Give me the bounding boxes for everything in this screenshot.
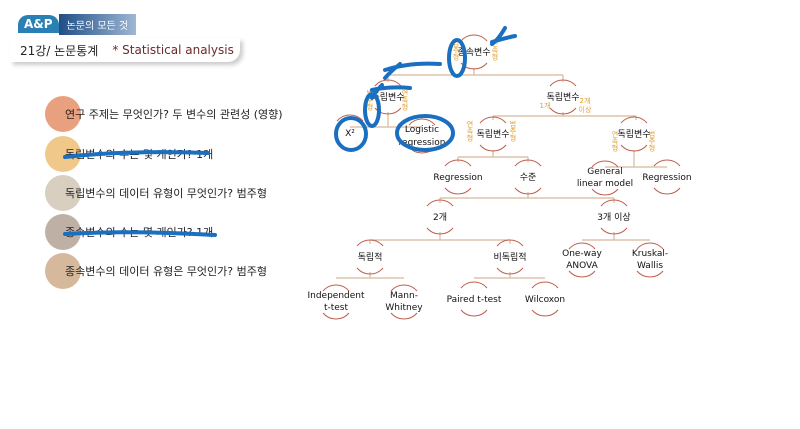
node-arc [460,281,488,317]
logo: A&P 논문의 모든 것 [18,13,137,35]
node-independent: 독립변수 [476,129,509,140]
node-independent: 독립변수 [617,129,650,140]
node-ttest: Independent [307,291,365,301]
node-arc [374,79,402,115]
question-item: 독립변수의 수는 몇 개인가? 1개 [45,136,213,172]
logo-mark: A&P [18,15,59,33]
bullet-circle [45,96,81,132]
question-item: 종속변수의 수는 몇 개인가? 1개 [45,214,213,250]
node-kruskal: Wallis [637,261,663,271]
branch-label: 2개 [580,96,591,105]
node-arc [496,239,524,275]
lecture-header: 21강/ 논문통계 * Statistical analysis [10,38,240,62]
question-text: 독립변수의 데이터 유형이 무엇인가? 범주형 [65,187,267,200]
branch-label: 연속형 [611,131,619,152]
node-anova: One-way [562,249,602,259]
node-independent: 독립변수 [546,92,579,103]
node-arc [636,242,664,278]
logo-name: 논문의 모든 것 [58,13,137,35]
node-mann-whitney: Mann- [390,291,418,301]
branch-label: 범주형 [648,130,656,152]
node-arc [591,160,619,196]
node-arc [390,284,418,320]
node-mann-whitney: Whitney [385,303,423,313]
node-glm: General [587,167,622,177]
node-logistic: regression [399,138,446,148]
node-three-plus: 3개 이상 [597,212,630,223]
node-arc [568,242,596,278]
node-chi-square: X² [345,129,355,139]
branch-label: 1개 [540,101,551,110]
node-regression: Regression [642,173,691,183]
lecture-subtitle: * Statistical analysis [112,43,234,57]
question-item: 독립변수의 데이터 유형이 무엇인가? 범주형 [45,175,267,211]
node-arc [426,199,454,235]
node-glm: linear model [577,179,633,189]
branch-label: 범주형 [366,89,374,111]
node-arc [531,281,559,317]
question-item: 종속변수의 데이터 유형은 무엇인가? 범주형 [45,253,267,289]
tree-lines [336,68,667,279]
branch-labels: 범주형 연속형 범주형 연속형 1개 2개 이상 연속형 범주형 연속형 범주형 [366,39,656,152]
node-arc [479,116,507,152]
node-regression: Regression [433,173,482,183]
branch-label: 범주형 [452,39,460,61]
node-independent: 독립변수 [371,92,404,103]
branch-label: 연속형 [466,121,474,142]
node-arc [444,159,472,195]
node-arc [514,159,542,195]
node-arc [322,284,350,320]
node-arcs [322,34,681,320]
node-level: 수준 [520,172,537,183]
lecture-title: 21강/ 논문통계 [20,43,99,58]
node-arc [356,239,384,275]
node-wilcoxon: Wilcoxon [525,295,565,305]
node-dependent: 종속변수 [457,47,490,58]
bullet-circle [45,175,81,211]
node-independent-groups: 독립적 [358,251,383,263]
node-ttest: t-test [324,303,349,313]
branch-label: 연속형 [401,90,409,111]
node-kruskal: Kruskal- [632,249,668,259]
node-two: 2개 [433,212,447,223]
branch-label: 연속형 [491,40,499,61]
node-dependent-groups: 비독립적 [493,251,526,263]
bullet-circle [45,253,81,289]
node-logistic: Logistic [405,125,439,135]
node-arc [600,199,628,235]
node-arc [653,159,681,195]
question-text: 연구 주제는 무엇인가? 두 변수의 관련성 (영향) [65,108,283,121]
question-item: 연구 주제는 무엇인가? 두 변수의 관련성 (영향) [45,96,283,132]
question-text: 종속변수의 데이터 유형은 무엇인가? 범주형 [65,265,267,278]
branch-label: 범주형 [509,120,517,142]
node-arc [549,79,577,115]
tree-labels: 종속변수 독립변수 독립변수 X² Logistic regression 독립… [307,47,691,313]
branch-label: 이상 [579,105,592,114]
node-paired-ttest: Paired t-test [447,295,502,305]
node-anova: ANOVA [566,261,598,271]
node-arc [620,116,648,152]
handwritten-annotations [63,26,517,237]
